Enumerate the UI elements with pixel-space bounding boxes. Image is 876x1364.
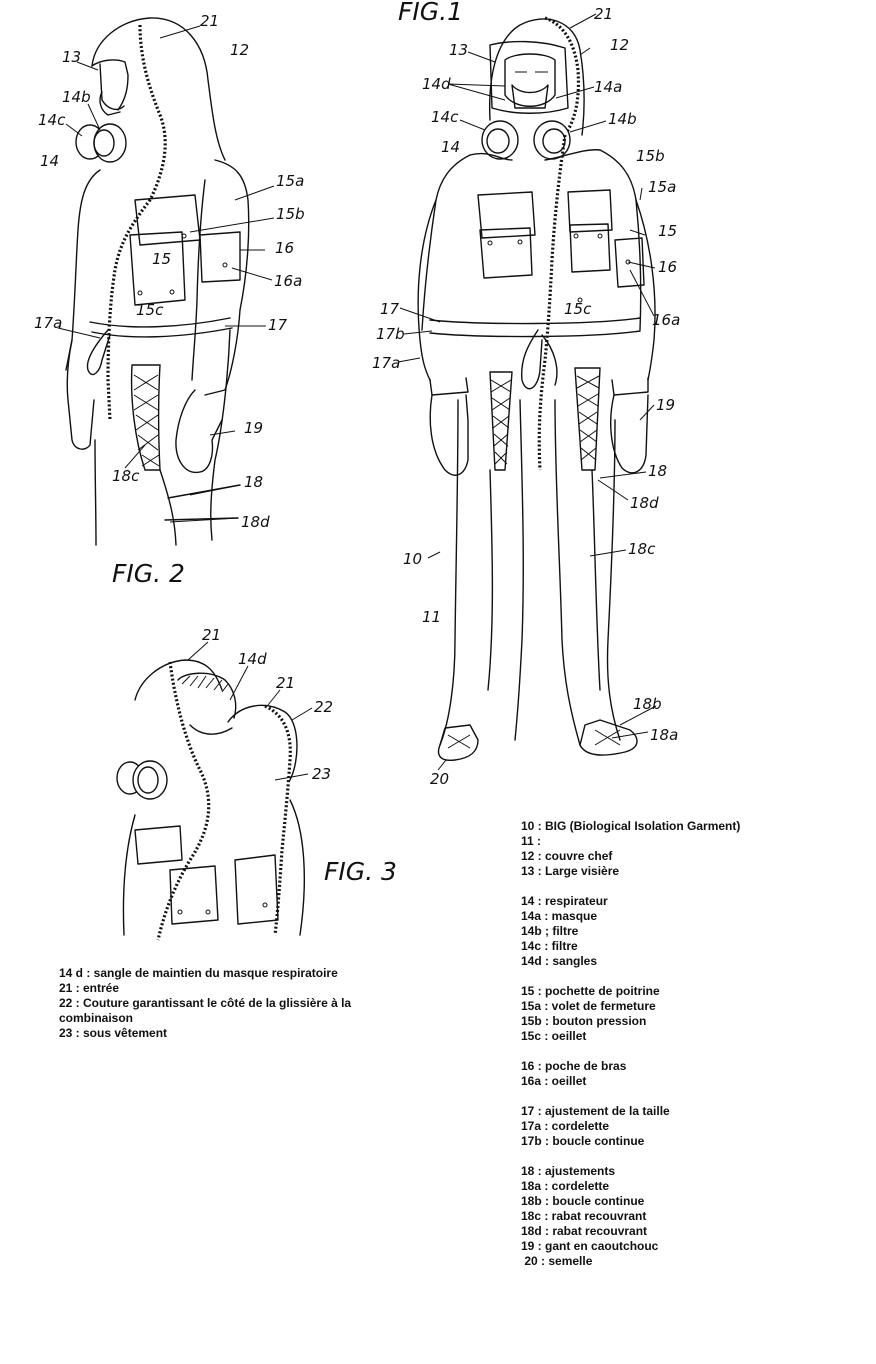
callout: 18a — [650, 726, 678, 744]
legend-line — [521, 879, 861, 894]
callout: 14d — [422, 75, 451, 93]
fig3-label: FIG. 3 — [324, 857, 397, 886]
fig3-callouts: 21 14d 21 22 23 FIG. 3 — [202, 626, 397, 886]
leader-lines — [57, 13, 657, 781]
callout: 14d — [238, 650, 267, 668]
callout: 18b — [633, 695, 662, 713]
callout: 14b — [62, 88, 91, 106]
legend-line: 22 : Couture garantissant le côté de la … — [59, 996, 352, 1025]
legend-line: 10 : BIG (Biological Isolation Garment) — [521, 819, 741, 833]
legend-line: 16 : poche de bras — [521, 1059, 627, 1073]
fig1-label: FIG.1 — [398, 0, 463, 26]
legend-line: 19 : gant en caoutchouc — [521, 1239, 659, 1253]
legend-line — [521, 1089, 861, 1104]
callout: 21 — [276, 674, 295, 692]
callout: 19 — [656, 396, 675, 414]
callout: 17b — [376, 325, 405, 343]
callout: 16 — [275, 239, 294, 257]
callout: 18 — [244, 473, 263, 491]
fig1-drawing — [417, 16, 656, 762]
callout: 13 — [449, 41, 468, 59]
legend-line: 17 : ajustement de la taille — [521, 1104, 670, 1118]
legend-line: 15 : pochette de poitrine — [521, 984, 660, 998]
legend-line: 14 d : sangle de maintien du masque resp… — [59, 966, 338, 980]
callout: 21 — [200, 12, 219, 30]
callout: 15 — [658, 222, 677, 240]
fig2-callouts: 21 12 13 14b 14c 14 15a 15b 16 15 16a 15… — [34, 12, 305, 588]
legend-line: 16a : oeillet — [521, 1074, 587, 1088]
callout: 14 — [40, 152, 59, 170]
legend-line: 18a : cordelette — [521, 1179, 610, 1193]
legend-line: 18 : ajustements — [521, 1164, 616, 1178]
fig1-callouts: FIG.1 21 12 13 14d 14a 14c 14b 14 15b 15… — [372, 0, 680, 788]
callout: 21 — [202, 626, 221, 644]
legend-line: 18b : boucle continue — [521, 1194, 645, 1208]
legend-line: 15b : bouton pression — [521, 1014, 647, 1028]
callout: 22 — [314, 698, 333, 716]
legend-left: 14 d : sangle de maintien du masque resp… — [59, 966, 369, 1041]
callout: 15a — [648, 178, 676, 196]
legend-line — [521, 1149, 861, 1164]
callout: 10 — [403, 550, 422, 568]
legend-line: 17b : boucle continue — [521, 1134, 645, 1148]
callout: 11 — [422, 608, 441, 626]
callout: 15 — [152, 250, 171, 268]
legend-line: 18c : rabat recouvrant — [521, 1209, 647, 1223]
callout: 16a — [652, 311, 680, 329]
legend-line: 17a : cordelette — [521, 1119, 610, 1133]
legend-line: 14c : filtre — [521, 939, 578, 953]
callout: 17a — [34, 314, 62, 332]
callout: 18d — [241, 513, 270, 531]
callout: 17 — [268, 316, 288, 334]
callout: 21 — [594, 5, 613, 23]
fig3-drawing — [116, 659, 305, 941]
callout: 14c — [38, 111, 66, 129]
legend-line: 14d : sangles — [521, 954, 598, 968]
callout: 14b — [608, 110, 637, 128]
callout: 17 — [380, 300, 400, 318]
legend-line — [521, 969, 861, 984]
legend-line: 13 : Large visière — [521, 864, 620, 878]
callout: 14 — [441, 138, 460, 156]
callout: 12 — [230, 41, 249, 59]
callout: 23 — [312, 765, 331, 783]
callout: 17a — [372, 354, 400, 372]
callout: 15b — [636, 147, 665, 165]
callout: 18 — [648, 462, 667, 480]
legend-line: 12 : couvre chef — [521, 849, 613, 863]
legend-line: 20 : semelle — [521, 1254, 593, 1268]
legend-line: 23 : sous vêtement — [59, 1026, 168, 1040]
legend-line — [521, 1044, 861, 1059]
callout: 12 — [610, 36, 629, 54]
callout: 19 — [244, 419, 263, 437]
callout: 16 — [658, 258, 677, 276]
legend-line: 21 : entrée — [59, 981, 120, 995]
callout: 14c — [431, 108, 459, 126]
legend-line: 18d : rabat recouvrant — [521, 1224, 648, 1238]
legend-line: 15c : oeillet — [521, 1029, 587, 1043]
legend-right: 10 : BIG (Biological Isolation Garment) … — [521, 819, 861, 1269]
callout: 15c — [564, 300, 592, 318]
callout: 14a — [594, 78, 622, 96]
fig2-drawing — [65, 17, 250, 546]
legend-line: 11 : — [521, 834, 542, 848]
legend-line: 15a : volet de fermeture — [521, 999, 656, 1013]
callout: 15c — [136, 301, 164, 319]
callout: 16a — [274, 272, 302, 290]
callout: 15b — [276, 205, 305, 223]
legend-line: 14b ; filtre — [521, 924, 579, 938]
callout: 18c — [628, 540, 656, 558]
callout: 18d — [630, 494, 659, 512]
legend-line: 14 : respirateur — [521, 894, 608, 908]
callout: 13 — [62, 48, 81, 66]
callout: 18c — [112, 467, 140, 485]
fig2-label: FIG. 2 — [112, 559, 185, 588]
callout: 15a — [276, 172, 304, 190]
callout: 20 — [430, 770, 449, 788]
legend-line: 14a : masque — [521, 909, 598, 923]
